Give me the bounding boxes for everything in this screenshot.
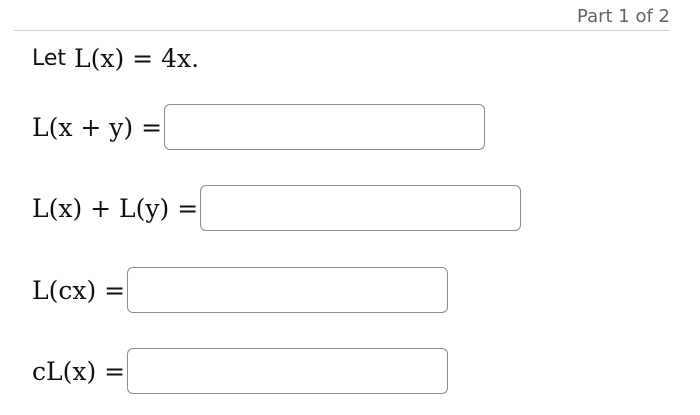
question-row-4: cL(x) =	[32, 348, 449, 394]
function-definition: L(x) = 4x.	[74, 43, 200, 73]
problem-statement: Let L(x) = 4x.	[32, 40, 199, 76]
question-row-1: L(x + y) =	[32, 104, 486, 150]
answer-input-1[interactable]	[164, 104, 486, 150]
expression-2: L(x) + L(y) =	[32, 193, 199, 223]
expression-1: L(x + y) =	[32, 112, 163, 142]
answer-input-3[interactable]	[127, 267, 449, 313]
header-divider	[14, 30, 670, 31]
expression-4: cL(x) =	[32, 356, 126, 386]
answer-input-2[interactable]	[200, 185, 522, 231]
expression-3: L(cx) =	[32, 275, 126, 305]
let-label: Let	[32, 45, 67, 71]
question-row-3: L(cx) =	[32, 267, 449, 313]
question-row-2: L(x) + L(y) =	[32, 185, 522, 231]
part-indicator: Part 1 of 2	[577, 6, 670, 27]
answer-input-4[interactable]	[127, 348, 449, 394]
